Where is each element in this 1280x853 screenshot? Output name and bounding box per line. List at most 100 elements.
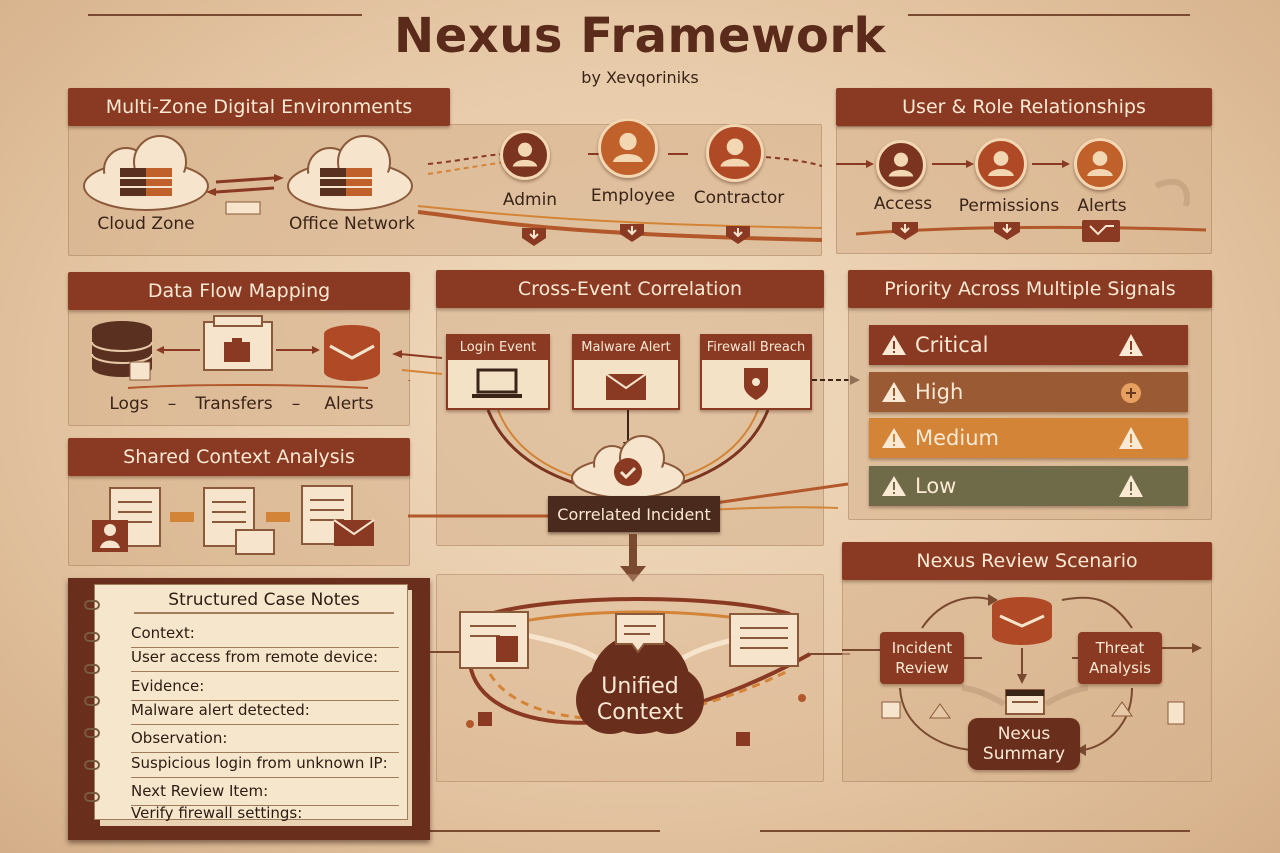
threat-analysis-label-1: Threat: [1095, 639, 1145, 657]
data-flow-header: Data Flow Mapping: [68, 272, 410, 310]
case-note-line-4: Malware alert detected:: [131, 697, 399, 725]
nexus-summary-label-1: Nexus: [997, 724, 1051, 744]
user-role-label-permissions: Permissions: [958, 196, 1060, 216]
priority-high: High: [869, 372, 1188, 412]
case-note-line-2: User access from remote device:: [131, 644, 399, 672]
data-flow-sep-1: –: [167, 394, 177, 414]
priority-label-critical: Critical: [915, 333, 989, 357]
page-title: Nexus Framework: [394, 8, 886, 64]
binder-ring: [84, 792, 100, 802]
review-database-icon: [992, 597, 1052, 645]
priority-critical: Critical: [869, 325, 1188, 365]
threat-analysis-label-2: Analysis: [1089, 659, 1151, 677]
shield-icon: [744, 368, 768, 400]
warning-icon: [1119, 475, 1143, 497]
binder-ring: [84, 760, 100, 770]
data-flow-label-logs: Logs: [109, 394, 149, 414]
event-card-login: Login Event: [446, 334, 550, 410]
data-flow-sep-2: –: [291, 394, 301, 414]
flow-connector: [392, 350, 443, 375]
user-role-label-alerts: Alerts: [1077, 196, 1127, 216]
nexus-summary-box: Nexus Summary: [968, 718, 1080, 770]
shared-context-header: Shared Context Analysis: [68, 438, 410, 476]
nexus-summary-label-2: Summary: [982, 744, 1066, 764]
event-title-login: Login Event: [448, 336, 548, 360]
priority-medium: Medium: [869, 418, 1188, 458]
case-note-line-7: Next Review Item:: [131, 778, 399, 806]
office-network-icon: [287, 135, 413, 211]
case-note-line-6: Suspicious login from unknown IP:: [131, 750, 399, 778]
access-avatar-icon: [876, 140, 926, 190]
page-subtitle: by Xevqoriniks: [581, 68, 699, 87]
data-flow-label-alerts: Alerts: [324, 394, 374, 414]
case-note-line-1: Context:: [131, 620, 399, 648]
binder-ring: [84, 728, 100, 738]
malware-envelope-icon: [605, 373, 647, 400]
data-flow-diagram: [91, 315, 380, 389]
incident-review-box: Incident Review: [880, 632, 964, 684]
case-notes-paper: [94, 584, 408, 820]
unified-cloud-icon: [576, 613, 704, 734]
correlated-incident-box: Correlated Incident: [548, 496, 720, 532]
priority-label-low: Low: [915, 474, 957, 498]
warning-icon: [882, 335, 906, 355]
warning-icon: [1119, 334, 1143, 356]
alerts-avatar-icon: [1074, 138, 1126, 190]
review-header: Nexus Review Scenario: [842, 542, 1212, 580]
binder-ring: [84, 696, 100, 706]
multizone-header: Multi-Zone Digital Environments: [68, 88, 450, 126]
permissions-avatar-icon: [975, 138, 1027, 190]
case-note-line-8: Verify firewall settings:: [131, 804, 303, 822]
case-note-line-5: Observation:: [131, 725, 399, 753]
binder-ring: [84, 632, 100, 642]
unified-label-line1: Unified: [601, 674, 679, 699]
role-label-employee: Employee: [590, 186, 676, 206]
plus-badge-icon: [1121, 383, 1141, 403]
user-roles-header: User & Role Relationships: [836, 88, 1212, 126]
review-diagram: [842, 594, 1202, 756]
warning-icon: [1119, 427, 1143, 449]
contractor-avatar-icon: [706, 124, 764, 182]
transfers-folder-icon: [203, 315, 273, 371]
correlation-down-arrow: [620, 534, 646, 582]
bottom-rule-right: [760, 830, 1190, 832]
priority-label-medium: Medium: [915, 426, 999, 450]
correlated-incident-label: Correlated Incident: [557, 504, 711, 524]
event-title-firewall: Firewall Breach: [702, 336, 810, 360]
cloud-zone-label: Cloud Zone: [97, 214, 195, 234]
alerts-database-icon: [324, 325, 380, 381]
title-rule-left: [88, 14, 362, 16]
admin-avatar-icon: [500, 130, 550, 180]
threat-analysis-box: Threat Analysis: [1078, 632, 1162, 684]
event-card-firewall: Firewall Breach: [700, 334, 812, 410]
binder-ring: [84, 600, 100, 610]
priority-low: Low: [869, 466, 1188, 506]
user-role-label-access: Access: [873, 194, 933, 214]
case-note-line-3: Evidence:: [131, 673, 399, 701]
event-title-malware: Malware Alert: [574, 336, 678, 360]
office-network-label: Office Network: [288, 214, 416, 234]
event-card-malware: Malware Alert: [572, 334, 680, 410]
incident-review-label-1: Incident: [891, 639, 953, 657]
multizone-diagram: [83, 135, 822, 246]
unified-label-line2: Context: [596, 700, 684, 725]
bottom-rule-left: [430, 830, 660, 832]
correlation-header: Cross-Event Correlation: [436, 270, 824, 308]
title-rule-right: [908, 14, 1190, 16]
priority-header: Priority Across Multiple Signals: [848, 270, 1212, 308]
warning-icon: [882, 428, 906, 448]
priority-label-high: High: [915, 380, 964, 404]
correlation-cloud-icon: [571, 435, 685, 499]
employee-avatar-icon: [598, 118, 658, 178]
warning-icon: [882, 382, 906, 402]
warning-icon: [882, 476, 906, 496]
cloud-zone-icon: [83, 135, 209, 211]
laptop-icon: [472, 368, 522, 398]
binder-ring: [84, 664, 100, 674]
shared-context-diagram: [92, 485, 375, 555]
unified-diagram: [430, 597, 850, 746]
role-label-contractor: Contractor: [693, 188, 785, 208]
role-label-admin: Admin: [502, 190, 558, 210]
logs-database-icon: [91, 321, 153, 381]
data-flow-label-transfers: Transfers: [195, 394, 273, 414]
